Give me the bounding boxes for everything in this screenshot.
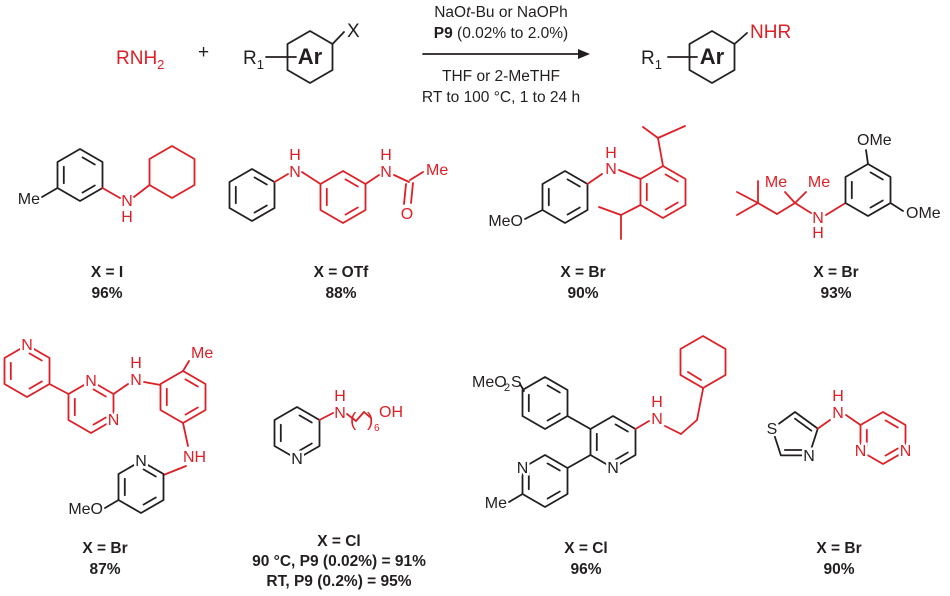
atom-label-n-central: N xyxy=(607,460,619,477)
atom-label-s: S xyxy=(511,374,522,391)
structure-7-black-bonds xyxy=(508,376,637,508)
atom-label-h2: H xyxy=(380,147,392,164)
atom-label-n: N xyxy=(121,193,133,210)
atom-label-h: H xyxy=(121,209,133,226)
atom-label-n-thiazole: N xyxy=(803,448,815,465)
atom-label-h1: H xyxy=(130,355,142,372)
paren-right: ) xyxy=(367,410,373,431)
atom-label-ome1: OMe xyxy=(857,132,892,149)
structure-3: MeO H N xyxy=(488,125,687,240)
atom-label-n-pm2: N xyxy=(108,412,120,429)
structure-7-red-bonds xyxy=(634,335,727,435)
atom-label-meo: MeO xyxy=(68,501,103,518)
scheme-structures-svg: Ar X Ar xyxy=(265,21,748,84)
atom-label-meo: MeO xyxy=(488,213,523,230)
atom-label-me: Me xyxy=(485,495,507,512)
structure-1-black-bonds xyxy=(41,148,104,202)
atom-label-n: N xyxy=(334,405,346,422)
product-amine-label: NHR xyxy=(750,22,792,43)
structure-5: N N N H N Me NH N MeO xyxy=(3,335,213,518)
atom-label-nh2: NH xyxy=(183,449,206,466)
structure-2-black-bonds xyxy=(228,168,276,222)
atom-label-n-pm1: N xyxy=(855,443,867,460)
atom-label-n-pm1: N xyxy=(85,373,97,390)
atom-label-me2: Me xyxy=(808,174,830,191)
reaction-arrow xyxy=(422,49,590,59)
plus-sign: + xyxy=(198,42,210,63)
structure-8-red-bonds xyxy=(816,411,907,465)
structure-4: Me Me N H OMe OMe xyxy=(736,132,941,242)
structure-2: H N H N O Me xyxy=(228,147,448,224)
atom-label-n: N xyxy=(651,411,663,428)
structure-4-black-bonds xyxy=(844,149,904,217)
atom-label-n2: N xyxy=(380,164,392,181)
structure-3-black-bonds xyxy=(524,170,589,224)
structure-3-red-bonds xyxy=(586,125,687,240)
repeat-subscript: 6 xyxy=(374,423,380,434)
atom-label-n-py2: N xyxy=(135,453,147,470)
conditions-line-3: THF or 2-MeTHF xyxy=(442,68,560,85)
structure-4-red-bonds xyxy=(736,180,847,216)
atom-label-so2-sub: 2 xyxy=(504,382,510,394)
conditions-line-2: P9 (0.02% to 2.0%) xyxy=(433,25,569,42)
conditions-above-arrow: NaOt-Bu or NaOPh P9 (0.02% to 2.0%) xyxy=(390,2,612,44)
structure-6: N H N ( ) 6 OH xyxy=(273,388,403,471)
structure-8-black-bonds xyxy=(771,411,819,457)
reactant-r1: R1 xyxy=(243,48,264,72)
product-bonds xyxy=(667,30,748,84)
aryl-halide-bonds xyxy=(265,30,345,84)
atom-label-me1: Me xyxy=(765,174,787,191)
atom-label-ome2: OMe xyxy=(906,205,941,222)
atom-label-n1: N xyxy=(130,372,142,389)
structure-5-red-bonds xyxy=(3,344,207,476)
atom-label-s: S xyxy=(767,421,778,438)
atom-label-n: N xyxy=(832,405,844,422)
product-r1: R1 xyxy=(641,48,662,72)
atom-label-me: Me xyxy=(18,191,40,208)
atom-label-n-methylpyridine: N xyxy=(517,460,529,477)
reactant-amine: RNH2 xyxy=(116,48,165,72)
structure-1-red-bonds xyxy=(101,145,196,199)
atom-label-n-py: N xyxy=(291,451,303,468)
atom-label-oh: OH xyxy=(379,404,403,421)
atom-label-h: H xyxy=(334,388,346,405)
conditions-below-arrow: THF or 2-MeTHF RT to 100 °C, 1 to 24 h xyxy=(390,66,612,108)
conditions-line-1: NaOt-Bu or NaOPh xyxy=(434,4,568,21)
atom-label-h: H xyxy=(812,225,824,242)
atom-label-h: H xyxy=(651,394,663,411)
ar-label-product: Ar xyxy=(700,44,725,69)
structure-1: Me N H xyxy=(18,145,196,226)
atom-label-n-pm2: N xyxy=(900,443,912,460)
atom-label-h: H xyxy=(605,145,617,162)
atom-label-n-py: N xyxy=(21,337,33,354)
atom-label-n: N xyxy=(812,210,824,227)
ar-label-reactant: Ar xyxy=(298,44,323,69)
structure-6-red-bonds xyxy=(318,411,372,422)
atom-label-me: Me xyxy=(191,345,213,362)
atom-label-o: O xyxy=(401,206,413,223)
structure-2-red-bonds xyxy=(273,170,424,224)
atom-label-h1: H xyxy=(289,147,301,164)
structure-5-black-bonds xyxy=(104,460,165,514)
atom-label-h: H xyxy=(832,388,844,405)
atom-label-n1: N xyxy=(289,164,301,181)
structure-8: S N H N N N xyxy=(764,388,914,468)
x-substituent-label: X xyxy=(347,21,360,42)
atom-label-meo: MeO xyxy=(472,374,507,391)
atom-label-n: N xyxy=(605,161,617,178)
structure-7: MeO 2 S N N Me H N xyxy=(472,335,727,512)
atom-label-me: Me xyxy=(426,162,448,179)
conditions-line-4: RT to 100 °C, 1 to 24 h xyxy=(421,89,581,106)
paren-left: ( xyxy=(350,410,357,431)
